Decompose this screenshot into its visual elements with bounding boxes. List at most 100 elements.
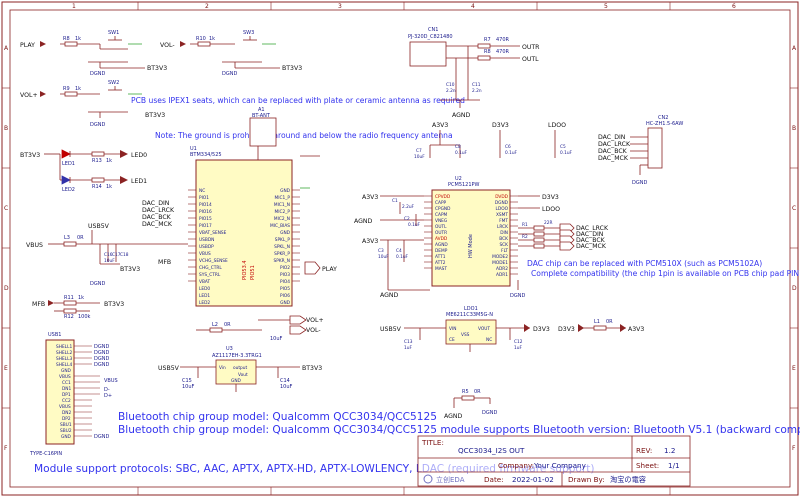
sw2-vcc: BT3V3	[145, 112, 165, 119]
rail-caps	[429, 130, 556, 158]
ldo-dac-net-out: D3V3	[533, 326, 550, 333]
play-port-flag	[304, 261, 321, 275]
tb-title-label: TITLE:	[421, 438, 444, 447]
dac-pin-left-6: OUTR	[435, 230, 447, 236]
antenna-a1	[249, 117, 278, 161]
frame-row-d: D	[4, 285, 9, 292]
rail-c6: C6	[505, 144, 511, 150]
vbus-bt3v3: BT3V3	[120, 266, 140, 273]
jack-c10-val: 2.2n	[446, 88, 456, 94]
sw3-net-volm: VOL-	[160, 42, 175, 49]
rail-c5: C5	[560, 144, 566, 150]
usb-bt3v3: BT3V3	[104, 301, 124, 308]
sw3-gnd: DGND	[222, 71, 237, 77]
module-pin-right-12: PIO3	[280, 272, 290, 278]
jack-c11-val: 2.2n	[472, 88, 482, 94]
module-pin-left-12: SYS_CTRL	[199, 272, 221, 278]
dac-in-nets: DAC_LRCK DAC_DIN DAC_BCK DAC_MCK	[576, 225, 609, 250]
ldo-u3-cout: C14	[280, 378, 290, 384]
sw1-ref: SW1	[108, 30, 119, 36]
dac-pin-right-11: MODE1	[492, 260, 508, 266]
frame-row-d-right: D	[792, 285, 797, 292]
module-pin-right-15: PIO6	[280, 293, 290, 299]
module-pin-right-9: SPKR_P	[274, 251, 290, 257]
module-pin-right-4: MIC2_N	[274, 216, 290, 222]
sw3-res-ref: R10	[196, 36, 206, 42]
usb-net-vbus: VBUS	[104, 378, 118, 384]
frame-col-5: 5	[604, 3, 608, 10]
note-dac-1: DAC chip can be replaced with PCM510X (s…	[527, 259, 762, 268]
vbus-mfb: MFB	[158, 259, 171, 266]
usb-pin-11: DN2	[62, 410, 72, 416]
module-pin-right-1: MIC1_P	[275, 195, 291, 201]
tb-rev-value: 1.2	[664, 446, 675, 455]
vbus-input	[48, 230, 188, 265]
vbus-inductor: L3	[64, 235, 70, 241]
ldo-l1: L1	[594, 319, 600, 325]
module-left-nets: DAC_DIN DAC_LRCK DAC_BCK DAC_MCK	[142, 200, 175, 228]
ldo-l1-in: D3V3	[558, 326, 575, 333]
module-net-mck: DAC_MCK	[142, 221, 173, 228]
ldo-l1-out: A3V3	[628, 326, 644, 333]
jack-outl: OUTL	[522, 56, 539, 63]
usb-pin-6: CC1	[62, 380, 71, 386]
module-pin-left-4: PIO15	[199, 216, 212, 222]
dac-pin-right-4: FMT	[499, 218, 508, 224]
usb-pin-9: CC2	[62, 398, 71, 404]
dac-c4: C4	[396, 248, 402, 254]
tb-drawn-value: 淘宝の電容	[610, 475, 646, 484]
ldo-dac	[404, 319, 626, 408]
dac-pin-left-3: CAPM	[435, 212, 448, 218]
ldo-l1-val: 0R	[606, 319, 613, 325]
note-ipex: PCB uses IPEX1 seats, which can be repla…	[131, 96, 465, 105]
vbus-label: VBUS	[26, 242, 43, 249]
rail-a3v3: A3V3	[432, 122, 448, 129]
dac-net-lrck: DAC_LRCK	[576, 225, 609, 232]
jack-r7: R7	[484, 37, 491, 43]
led0-res-val: 1k	[106, 158, 112, 164]
tb-title-value: QCC3034_I2S OUT	[458, 446, 525, 455]
hc-nets: DAC_DIN DAC_LRCK DAC_BCK DAC_MCK	[598, 134, 631, 162]
usb-mfb	[48, 300, 100, 314]
dac-u2	[424, 189, 518, 287]
frame-col-1: 1	[72, 3, 76, 10]
led-vcc: BT3V3	[20, 152, 40, 159]
usb-pin-14: SBU2	[60, 428, 72, 434]
switch-sw2	[40, 86, 142, 118]
dac-pin-left-2: CPGND	[435, 206, 451, 212]
module-pin-right-10: SPKR_N	[274, 258, 291, 264]
note-chip-1: Bluetooth chip group model: Qualcomm QCC…	[118, 411, 437, 423]
ldo-dgnd: DGND	[482, 410, 497, 416]
tb-drawn-label: Drawn By:	[568, 475, 605, 484]
usb-net-dminus: D-	[104, 387, 110, 393]
jack-outr: OUTR	[522, 44, 540, 51]
ldo-u3-cin: C15	[182, 378, 192, 384]
jack-c10: C10	[446, 82, 455, 88]
dac-pin-left-10: ATT1	[435, 254, 446, 260]
usb-mfb-label: MFB	[32, 301, 45, 308]
jack-ref: CN1	[428, 27, 438, 33]
ldo-dac-ref: LDO1	[464, 306, 478, 312]
dac-in-res: R1 R2 22R	[522, 220, 552, 240]
frame-row-c: C	[4, 205, 8, 212]
sw2-gnd: DGND	[90, 122, 105, 128]
dac-r2: R2	[522, 234, 528, 240]
dac-pin-left-9: DEMP	[435, 248, 448, 254]
switch-sw3	[180, 36, 280, 69]
module-pin-right-0: GND	[280, 188, 291, 194]
module-pin-left-1: PIO1	[199, 195, 209, 201]
usb-pin-1: SHELL2	[56, 350, 72, 356]
ldo-u3-in: Vin	[219, 365, 226, 371]
vbus-gnd: DGND	[90, 281, 105, 287]
rail-c7-val: 10uF	[414, 154, 425, 160]
dac-pin-right-9: FLT	[501, 248, 508, 254]
module-u1	[188, 159, 300, 307]
module-pin-left-3: PIO16	[199, 209, 212, 215]
hc-net-lrck: DAC_LRCK	[598, 141, 631, 148]
led1-net: LED1	[131, 178, 147, 185]
module-pin-left-5: PIO17	[199, 223, 212, 229]
vbus-inductor-val: 0R	[77, 235, 84, 241]
dac-pin-right-1: DGND	[495, 200, 509, 206]
rail-ldoo: LDOO	[548, 122, 566, 129]
dac-c3-val: 10uF	[378, 254, 389, 260]
